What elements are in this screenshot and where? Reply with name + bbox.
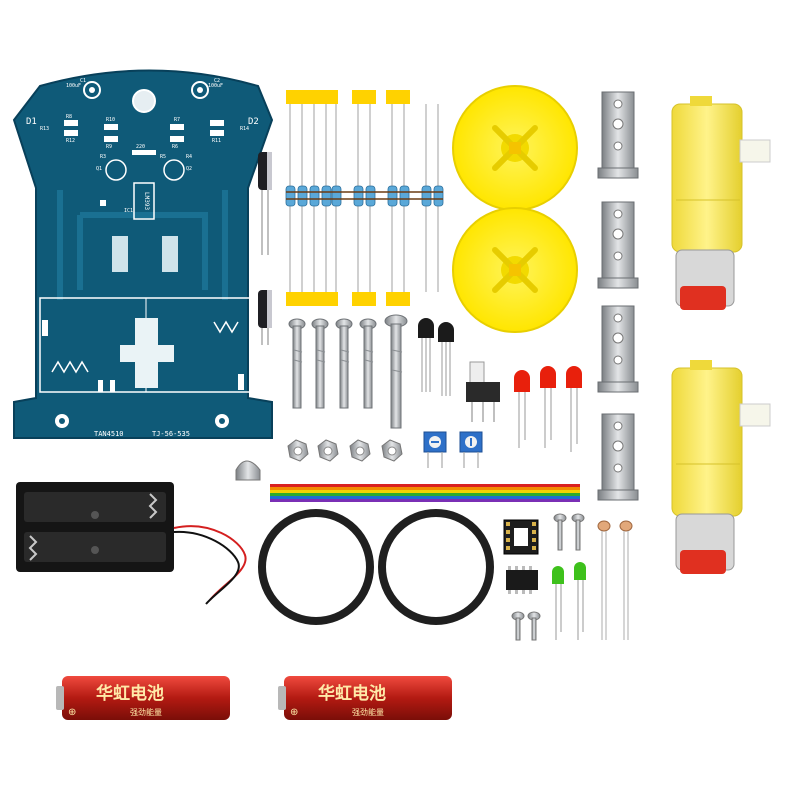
pcb-ic-label: LM393 bbox=[143, 192, 150, 210]
ic-socket bbox=[503, 519, 539, 555]
aa-battery-right: 华虹电池 强劲能量 ⊕ bbox=[278, 676, 452, 720]
hex-nuts bbox=[235, 439, 403, 481]
rubber-tires bbox=[258, 509, 494, 625]
green-leds bbox=[552, 562, 586, 640]
svg-text:⊕: ⊕ bbox=[290, 707, 298, 718]
transistors bbox=[418, 318, 454, 396]
svg-text:D2: D2 bbox=[248, 117, 259, 127]
metal-brackets bbox=[597, 91, 639, 501]
svg-text:R14: R14 bbox=[240, 126, 249, 132]
svg-text:R7: R7 bbox=[174, 117, 180, 123]
svg-text:R11: R11 bbox=[212, 138, 221, 144]
pcb-board: D1 D2 LM393 TAN4510 TJ-56-535 100uF 100u… bbox=[12, 69, 274, 439]
gear-motors bbox=[671, 96, 771, 574]
svg-text:C2: C2 bbox=[214, 78, 220, 84]
battery-sub-text: 强劲能量 bbox=[130, 707, 162, 717]
battery-brand-text: 华虹电池 bbox=[96, 683, 164, 704]
svg-text:Q2: Q2 bbox=[186, 166, 192, 172]
svg-text:R9: R9 bbox=[106, 144, 112, 150]
yellow-wheels bbox=[452, 85, 578, 333]
pcb-cap-label-left: 100uF bbox=[66, 83, 81, 89]
trim-potentiometers bbox=[423, 431, 483, 468]
svg-text:⊕: ⊕ bbox=[68, 707, 76, 718]
svg-text:Q1: Q1 bbox=[96, 166, 102, 172]
ic-chip bbox=[506, 566, 538, 594]
pcb-cap-label-right: 100uF bbox=[208, 83, 223, 89]
small-screws bbox=[511, 513, 585, 641]
electrolytic-capacitors bbox=[258, 152, 272, 345]
battery-holder bbox=[16, 482, 247, 605]
photoresistors bbox=[597, 520, 633, 640]
svg-text:R6: R6 bbox=[172, 144, 178, 150]
pcb-model-label: TJ-56-535 bbox=[152, 430, 190, 438]
aa-battery-left: 华虹电池 强劲能量 ⊕ bbox=[56, 676, 230, 720]
machine-screws bbox=[288, 314, 408, 429]
svg-text:R3: R3 bbox=[100, 154, 106, 160]
rainbow-ribbon-wire bbox=[270, 484, 580, 502]
svg-text:R12: R12 bbox=[66, 138, 75, 144]
red-leds bbox=[514, 366, 582, 452]
svg-text:C1: C1 bbox=[80, 78, 86, 84]
resistor-set bbox=[285, 90, 444, 306]
svg-text:220: 220 bbox=[136, 144, 145, 150]
svg-text:IC1: IC1 bbox=[124, 208, 133, 214]
svg-text:R8: R8 bbox=[66, 114, 72, 120]
svg-text:R10: R10 bbox=[106, 117, 115, 123]
slide-switch bbox=[466, 361, 500, 422]
pcb-code-label: TAN4510 bbox=[94, 430, 124, 438]
svg-text:D1: D1 bbox=[26, 117, 37, 127]
battery-sub-text: 强劲能量 bbox=[352, 707, 384, 717]
battery-brand-text: 华虹电池 bbox=[318, 683, 386, 704]
svg-text:R4: R4 bbox=[186, 154, 192, 160]
svg-text:R13: R13 bbox=[40, 126, 49, 132]
svg-text:R5: R5 bbox=[160, 154, 166, 160]
